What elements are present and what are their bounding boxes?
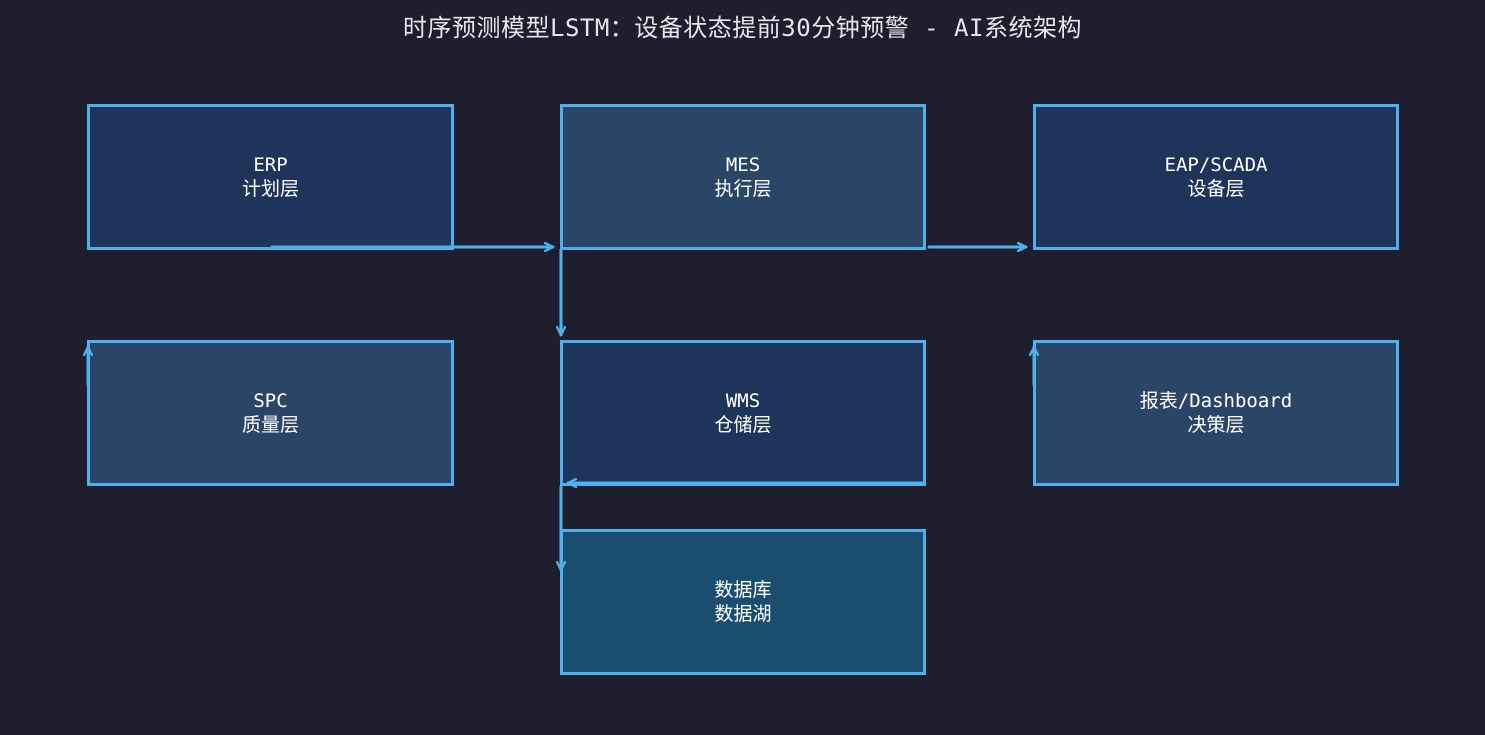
eap-scada-node-name: EAP/SCADA [1164,154,1268,176]
wms-node-layer: 仓储层 [714,414,772,436]
erp-node-layer: 计划层 [241,178,299,200]
database-node-layer: 数据湖 [714,603,772,625]
eap-scada-node: EAP/SCADA 设备层 [1033,104,1399,250]
wms-node-name: WMS [725,390,761,412]
eap-scada-node-layer: 设备层 [1187,178,1245,200]
report-dashboard-node-name: 报表/Dashboard [1139,390,1293,412]
spc-node: SPC 质量层 [87,340,454,486]
mes-node: MES 执行层 [560,104,926,250]
erp-node-name: ERP [253,154,288,176]
report-dashboard-node: 报表/Dashboard 决策层 [1033,340,1399,486]
wms-node: WMS 仓储层 [560,340,926,486]
database-node: 数据库 数据湖 [560,529,926,675]
report-dashboard-node-layer: 决策层 [1187,414,1245,436]
diagram-title: 时序预测模型LSTM：设备状态提前30分钟预警 - AI系统架构 [403,14,1082,42]
erp-node: ERP 计划层 [87,104,454,250]
spc-node-layer: 质量层 [241,414,299,436]
spc-node-name: SPC [253,390,288,412]
mes-node-name: MES [725,154,761,176]
mes-node-layer: 执行层 [714,178,772,200]
database-node-name: 数据库 [714,579,772,601]
